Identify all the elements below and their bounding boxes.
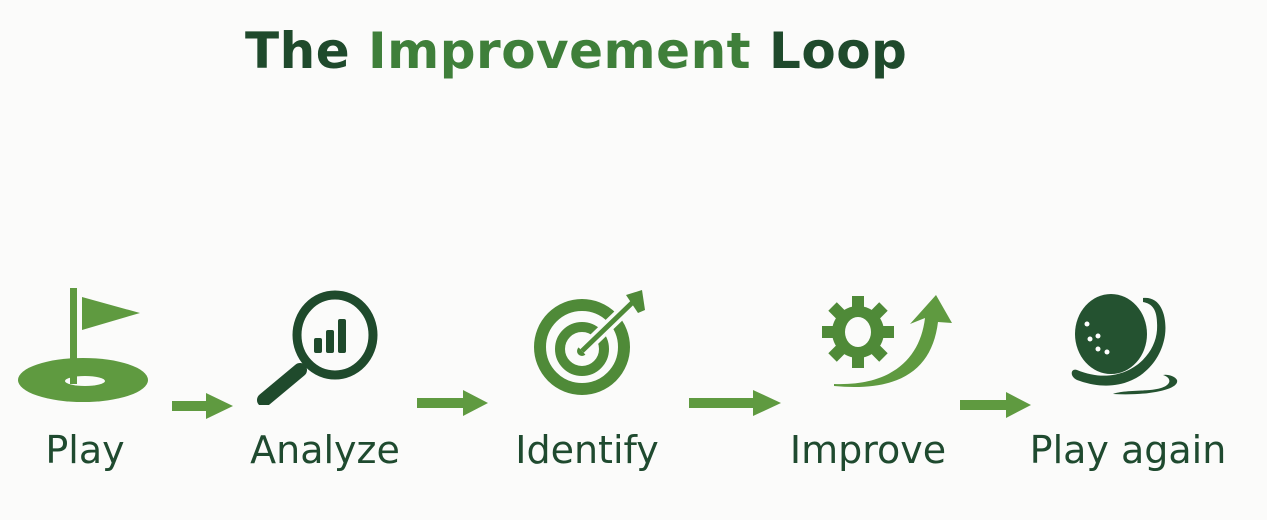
arrow-right-icon: [172, 393, 233, 419]
step-label-play-again: Play again: [1029, 428, 1227, 472]
title-accent: Improvement: [368, 22, 752, 80]
magnifier-chart-icon: [257, 290, 378, 405]
arrow-right-icon: [689, 390, 781, 416]
arrow-right-icon: [960, 392, 1031, 418]
gear-arrow-icon: [822, 295, 952, 387]
golf-ball-icon: [1071, 294, 1178, 395]
title-part: The: [245, 22, 351, 80]
page-title: The Improvement Loop: [245, 22, 907, 80]
step-label-improve: Improve: [789, 428, 947, 472]
step-label-analyze: Analyze: [250, 428, 400, 472]
title-part: Loop: [768, 22, 908, 80]
step-label-play: Play: [45, 428, 125, 472]
golf-flag-icon: [18, 288, 148, 402]
step-label-identify: Identify: [515, 428, 659, 472]
target-icon: [534, 290, 645, 395]
arrow-right-icon: [417, 390, 488, 416]
